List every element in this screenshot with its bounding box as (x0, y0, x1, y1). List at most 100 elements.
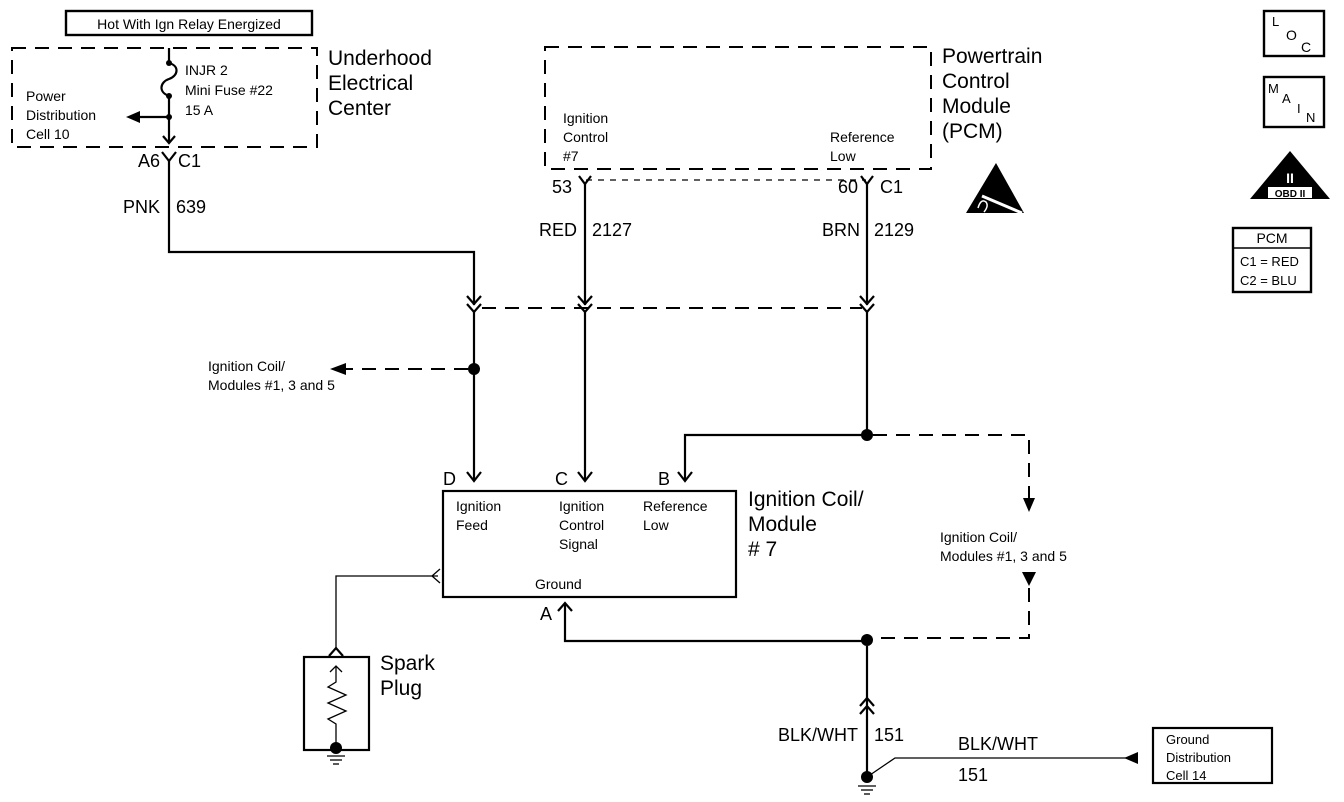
pcm-pin-53: 53 (552, 177, 572, 197)
pcm-name-line4: (PCM) (942, 120, 1003, 143)
arrow-left-icon (1124, 752, 1138, 764)
pcm-pin-60: 60 (838, 177, 858, 197)
pcm-connector-legend[interactable]: PCM C1 = RED C2 = BLU (1231, 226, 1313, 294)
main-icon[interactable]: M A I N (1262, 75, 1326, 129)
right-branch-line2: Modules #1, 3 and 5 (940, 548, 1067, 564)
coil-name-line2: Module (748, 513, 817, 536)
arrow-down-icon (466, 471, 482, 483)
pcm-name-line3: Module (942, 95, 1011, 118)
svg-text:I: I (1297, 101, 1301, 116)
esd-warning-icon (966, 163, 1024, 215)
svg-text:C: C (1301, 39, 1311, 55)
svg-text:OBD II: OBD II (1275, 189, 1306, 200)
loc-icon[interactable]: L O C (1262, 9, 1326, 58)
right-branch-coils-1-3-5: Ignition Coil/ Modules #1, 3 and 5 (873, 434, 1067, 639)
underhood-electrical-center: Underhood Electrical Center INJR 2 Mini … (11, 47, 432, 217)
pcm-ign-control-line1: Ignition (563, 110, 608, 126)
left-branch-line1: Ignition Coil/ (208, 358, 285, 374)
pcm-name-line1: Powertrain (942, 45, 1042, 68)
power-dist-line3: Cell 10 (26, 126, 70, 142)
connector-pin-a6: A6 (138, 151, 160, 171)
coil-name-line1: Ignition Coil/ (748, 488, 864, 511)
svg-text:M: M (1268, 81, 1279, 96)
ground-circuit: BLK/WHT 151 BLK/WHT 151 Ground Distribut… (778, 646, 1274, 795)
spark-plug-line1: Spark (380, 652, 435, 675)
ground-dist-line3: Cell 14 (1166, 768, 1206, 783)
coil-module-box (441, 489, 738, 599)
arrow-down-icon (577, 471, 593, 483)
underhood-boundary (11, 47, 318, 148)
coil-b-line1: Reference (643, 498, 708, 514)
connector-icon (860, 175, 874, 186)
coil-name-line3: # 7 (748, 538, 777, 561)
coil-c-line1: Ignition (559, 498, 604, 514)
underhood-name-line1: Underhood (328, 47, 432, 70)
ground-dist-line2: Distribution (1166, 750, 1231, 765)
splice-dot (861, 771, 873, 783)
legend: L O C M A I N II OBD II PCM C1 = RED C2 … (1231, 9, 1330, 294)
connector-icon (431, 568, 441, 584)
left-branch-line2: Modules #1, 3 and 5 (208, 377, 335, 393)
svg-text:II: II (1286, 170, 1294, 186)
power-dist-line1: Power (26, 88, 66, 104)
arrow-left-icon (330, 363, 346, 375)
ground-wire2-circuit: 151 (958, 765, 988, 785)
pcm-ref-low-line2: Low (830, 148, 857, 164)
connector-id-c1: C1 (178, 151, 201, 171)
ground-distribution-box (1151, 726, 1274, 785)
spark-plug-line2: Plug (380, 677, 422, 700)
coil-c-line2: Control (559, 517, 604, 533)
coil-ground-label: Ground (535, 576, 582, 592)
left-branch-coils-1-3-5: Ignition Coil/ Modules #1, 3 and 5 (208, 358, 468, 393)
pin-a: A (540, 604, 552, 624)
pcm-legend-row2: C2 = BLU (1240, 273, 1297, 288)
obd-ii-icon[interactable]: II OBD II (1250, 151, 1330, 200)
pcm-legend-title: PCM (1256, 230, 1287, 246)
pcm-boundary (544, 46, 932, 170)
fuse-line1: INJR 2 (185, 62, 228, 78)
underhood-name-line3: Center (328, 97, 391, 120)
splice-dot (468, 363, 480, 375)
wire-brn-2129 (677, 184, 875, 483)
wire-color-brn: BRN (822, 220, 860, 240)
ground-wire-color: BLK/WHT (778, 725, 858, 745)
splice-dot (861, 634, 873, 646)
arrow-left-icon (126, 111, 140, 123)
fuse-line3: 15 A (185, 102, 214, 118)
spark-plug-wire (328, 568, 441, 657)
pcm-legend-row1: C1 = RED (1240, 254, 1299, 269)
svg-text:N: N (1306, 110, 1315, 125)
resistor-icon (326, 666, 348, 748)
wire-circuit-2129: 2129 (874, 220, 914, 240)
pcm-ign-control-line3: #7 (563, 148, 579, 164)
pcm-name-line2: Control (942, 70, 1010, 93)
hot-with-ign-relay-title: Hot With Ign Relay Energized (64, 9, 314, 37)
ignition-coil-module-7: D C B Ignition Feed Ignition Control Sig… (441, 469, 873, 646)
underhood-name-line2: Electrical (328, 72, 413, 95)
arrow-down-icon (1023, 498, 1035, 512)
coil-d-line2: Feed (456, 517, 488, 533)
coil-b-line2: Low (643, 517, 670, 533)
fuse-icon (160, 48, 178, 145)
ground-wire-circuit: 151 (874, 725, 904, 745)
spark-plug: Spark Plug (302, 652, 435, 765)
ground-wire2-color: BLK/WHT (958, 734, 1038, 754)
svg-text:O: O (1286, 27, 1297, 43)
powertrain-control-module: Powertrain Control Module (PCM) Ignition… (539, 45, 1042, 240)
arrow-down-icon (677, 471, 693, 483)
coil-d-line1: Ignition (456, 498, 501, 514)
wire-circuit-639: 639 (176, 197, 206, 217)
connector-icon (578, 175, 592, 186)
pin-b: B (658, 469, 670, 489)
pin-d: D (443, 469, 456, 489)
right-branch-line1: Ignition Coil/ (940, 529, 1017, 545)
wire-color-red: RED (539, 220, 577, 240)
fuse-line2: Mini Fuse #22 (185, 82, 273, 98)
connector-icon (328, 646, 344, 657)
coil-c-line3: Signal (559, 536, 598, 552)
title-box-label: Hot With Ign Relay Energized (97, 16, 281, 32)
pcm-connector-c1: C1 (880, 177, 903, 197)
arrow-up-icon (557, 601, 573, 612)
arrow-up-join-icon (1022, 572, 1036, 586)
